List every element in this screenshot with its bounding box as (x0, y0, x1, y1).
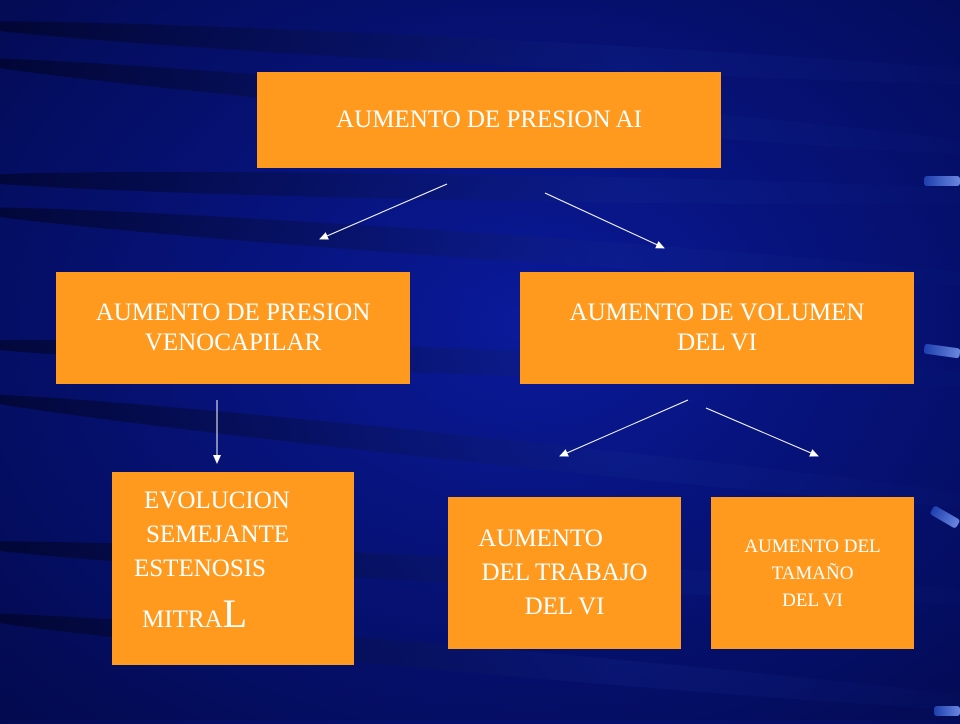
node-label: AUMENTO DE PRESION AI (336, 106, 642, 133)
node-label: DEL VI (677, 329, 757, 356)
node-label: VENOCAPILAR (144, 329, 322, 356)
node-aumento-presion-venocapilar: AUMENTO DE PRESION VENOCAPILAR (56, 272, 410, 384)
node-label: AUMENTO DE PRESION (95, 299, 371, 326)
node-label: DEL VI (524, 593, 605, 620)
node-label-last: MITRAL (142, 592, 247, 642)
edge-accent (934, 706, 960, 716)
edge-accent (924, 176, 960, 186)
node-label-big: L (222, 591, 247, 636)
node-label: TAMAÑO (771, 562, 854, 584)
node-label: AUMENTO DE VOLUMEN (569, 299, 865, 326)
node-label: EVOLUCION (144, 487, 290, 514)
node-label: DEL TRABAJO (481, 559, 648, 586)
arrow-root-to-right (544, 192, 665, 249)
node-label: AUMENTO DEL (744, 535, 881, 557)
arrow-root-to-left (319, 183, 448, 240)
arrow-right-to-trabajo (559, 399, 689, 457)
node-label: SEMEJANTE (146, 521, 290, 548)
node-evolucion-estenosis-mitral: EVOLUCION SEMEJANTE ESTENOSIS MITRAL (112, 472, 354, 665)
arrow-right-to-tamano (705, 407, 819, 457)
node-aumento-volumen-vi: AUMENTO DE VOLUMEN DEL VI (520, 272, 914, 384)
node-aumento-trabajo-vi: AUMENTO DEL TRABAJO DEL VI (448, 497, 681, 649)
node-aumento-tamano-vi: AUMENTO DEL TAMAÑO DEL VI (711, 497, 914, 649)
node-label: AUMENTO (478, 525, 603, 552)
node-label: DEL VI (782, 589, 843, 611)
node-aumento-presion-ai: AUMENTO DE PRESION AI (257, 72, 721, 168)
node-label-small: MITRA (142, 606, 223, 633)
node-label: ESTENOSIS (134, 555, 266, 582)
